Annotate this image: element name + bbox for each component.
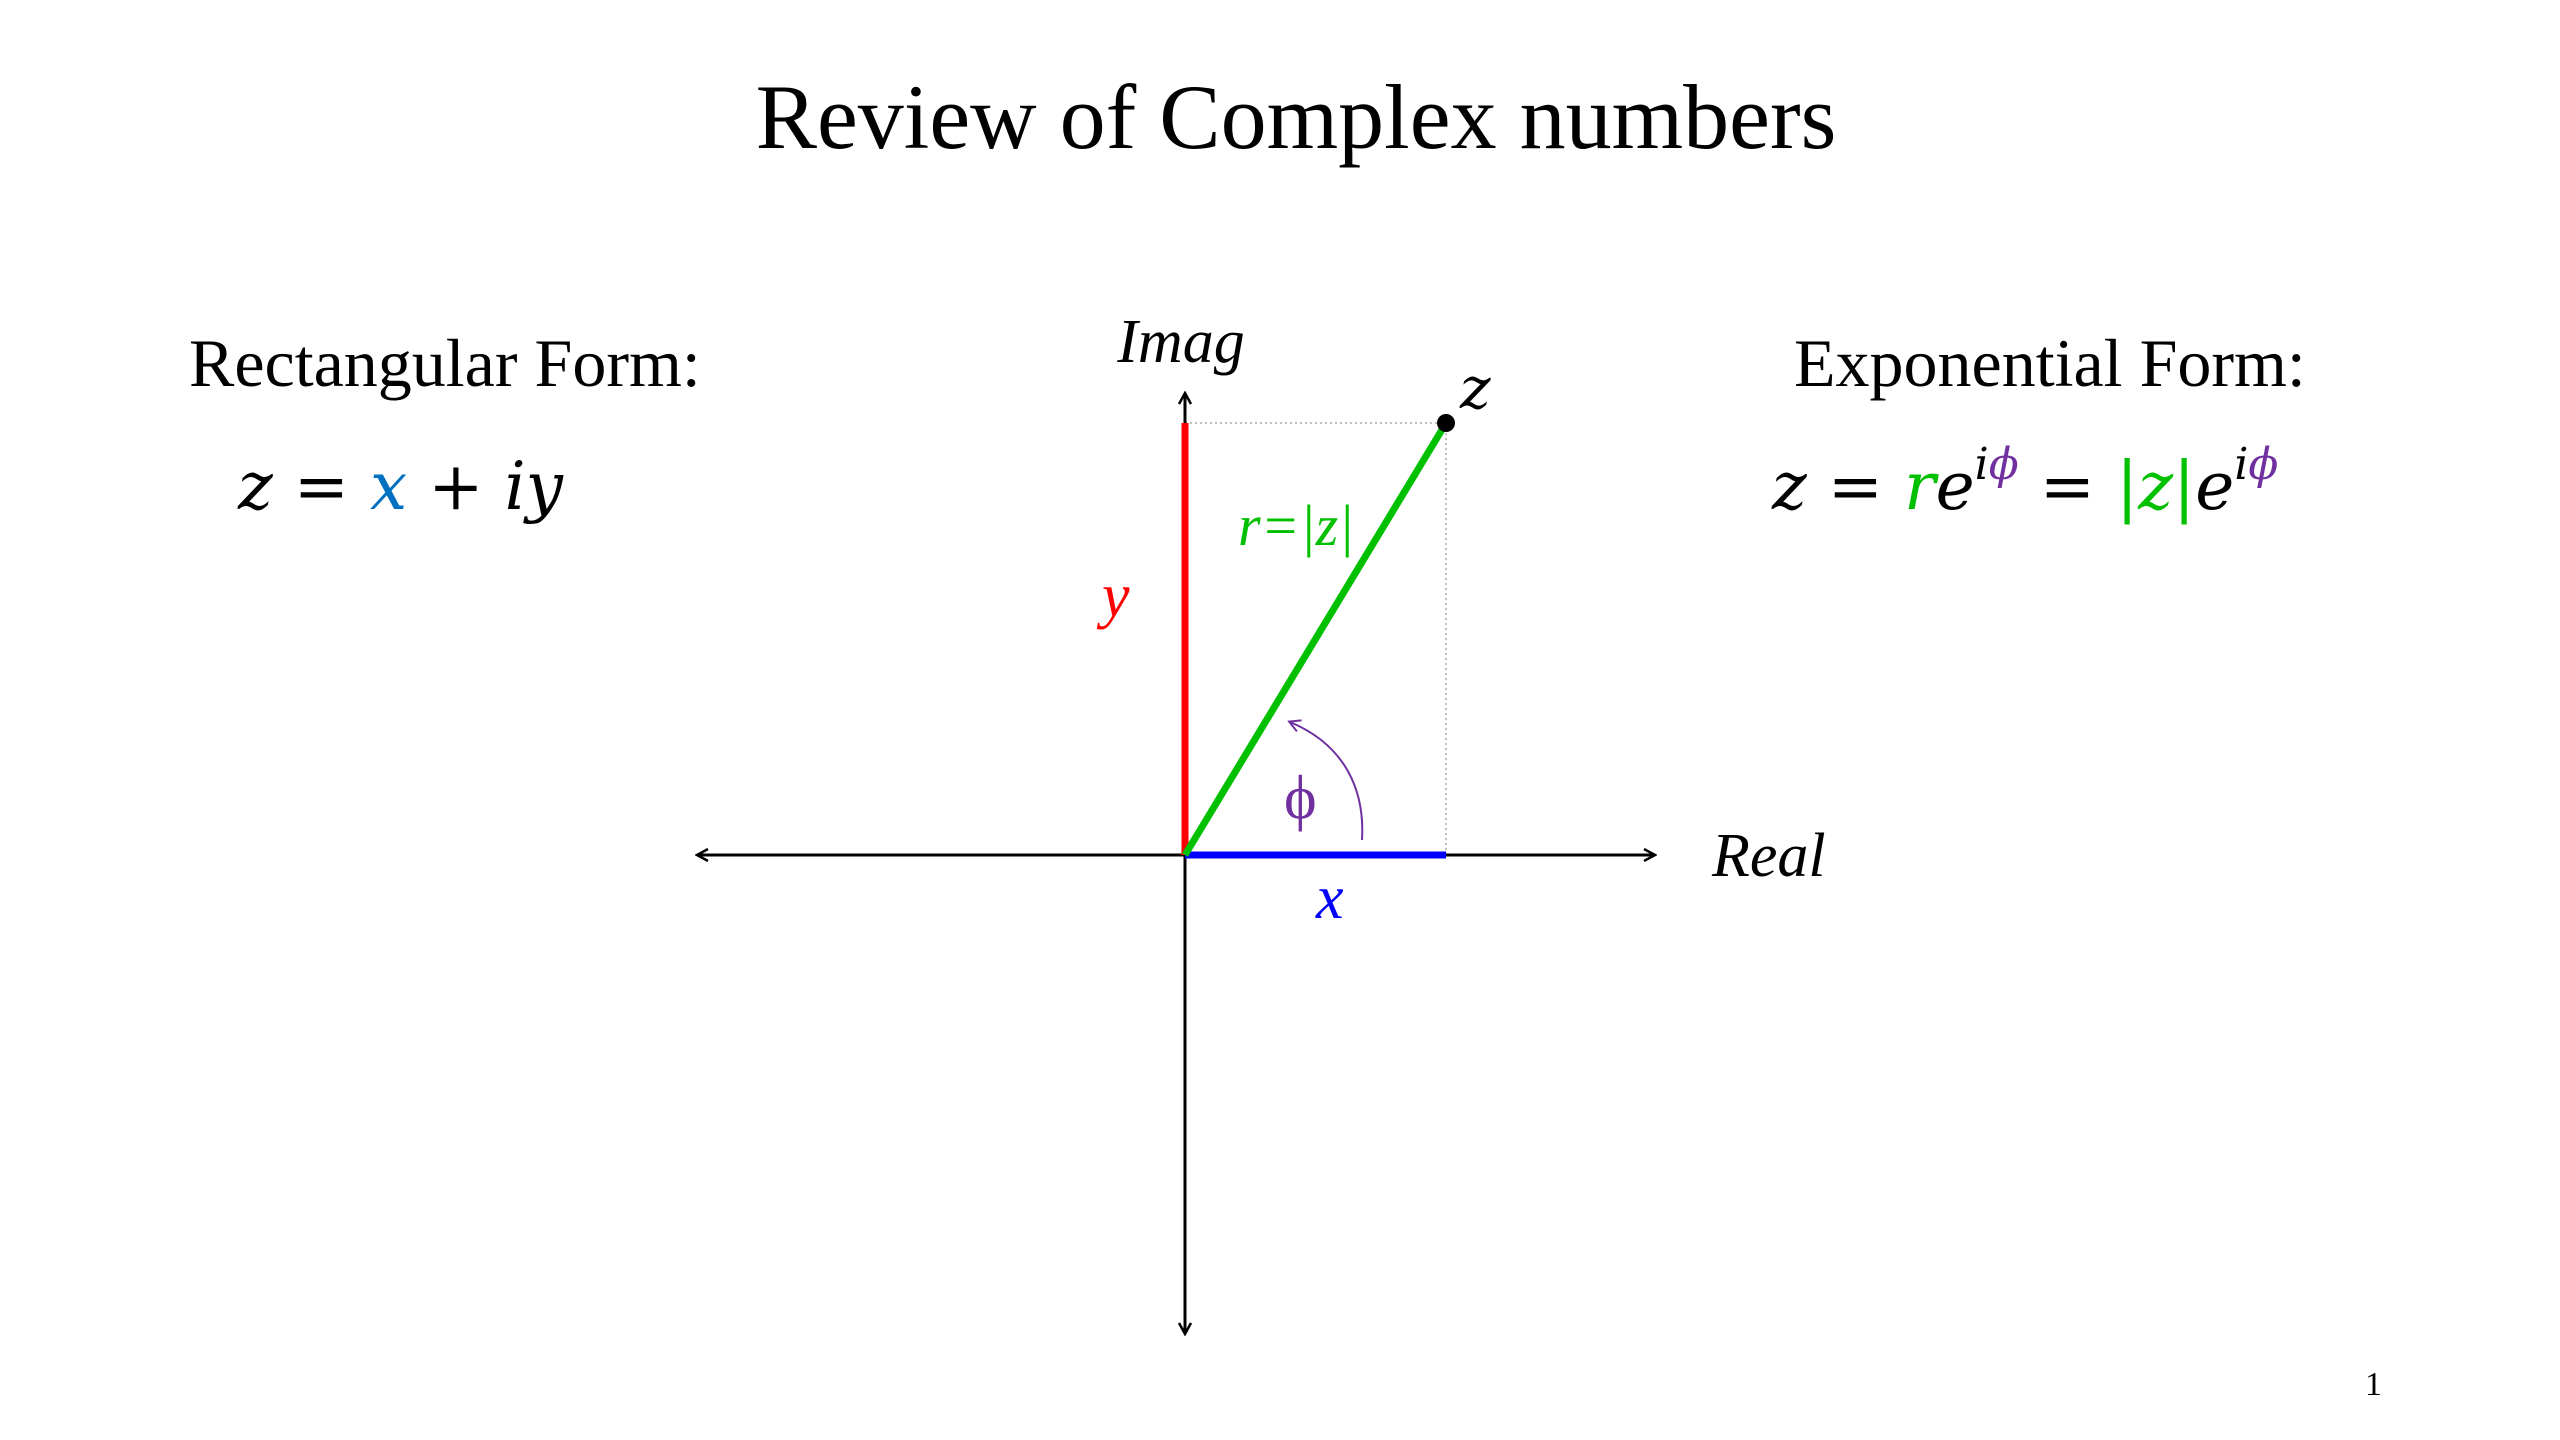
eq-equals: = <box>2019 448 2116 525</box>
exponential-form-equation: z = reiϕ = |z|eiϕ <box>1771 439 2278 525</box>
real-axis-label: Real <box>1711 822 1826 890</box>
rectangular-form-heading: Rectangular Form: <box>189 325 701 401</box>
eq-exp-phi: ϕ <box>1989 439 2019 490</box>
eq-exp-phi: ϕ <box>2248 439 2278 490</box>
rectangular-form-equation: z = x + iy <box>237 448 564 525</box>
point-z <box>1437 414 1455 432</box>
eq-exp-i: i <box>2234 439 2248 490</box>
complex-plane-diagram: Imag Real z r=|z| y ϕ x <box>698 308 1826 1333</box>
eq-e: e <box>2195 448 2234 525</box>
eq-z: z <box>1771 448 1808 525</box>
point-z-label: z <box>1459 354 1491 422</box>
eq-e: e <box>1936 448 1975 525</box>
x-label: x <box>1315 864 1344 932</box>
eq-exp-i: i <box>1975 439 1989 490</box>
eq-r: r <box>1904 448 1939 525</box>
slide-title: Review of Complex numbers <box>756 66 1837 168</box>
eq-iy: iy <box>505 448 564 525</box>
eq-z: z <box>237 448 274 525</box>
eq-abs-z: |z| <box>2116 448 2195 525</box>
page-number: 1 <box>2365 1366 2382 1403</box>
eq-equals: = <box>1807 448 1904 525</box>
eq-equals: = <box>273 448 370 525</box>
eq-x: x <box>370 448 407 525</box>
eq-plus: + <box>407 448 504 525</box>
phi-label: ϕ <box>1284 764 1317 832</box>
exponential-form-heading: Exponential Form: <box>1794 325 2306 401</box>
r-label: r=|z| <box>1238 493 1354 558</box>
imag-axis-label: Imag <box>1116 308 1244 376</box>
y-label: y <box>1096 562 1130 630</box>
angle-arc-arrow <box>1290 722 1364 841</box>
magnitude-line <box>1182 421 1449 857</box>
